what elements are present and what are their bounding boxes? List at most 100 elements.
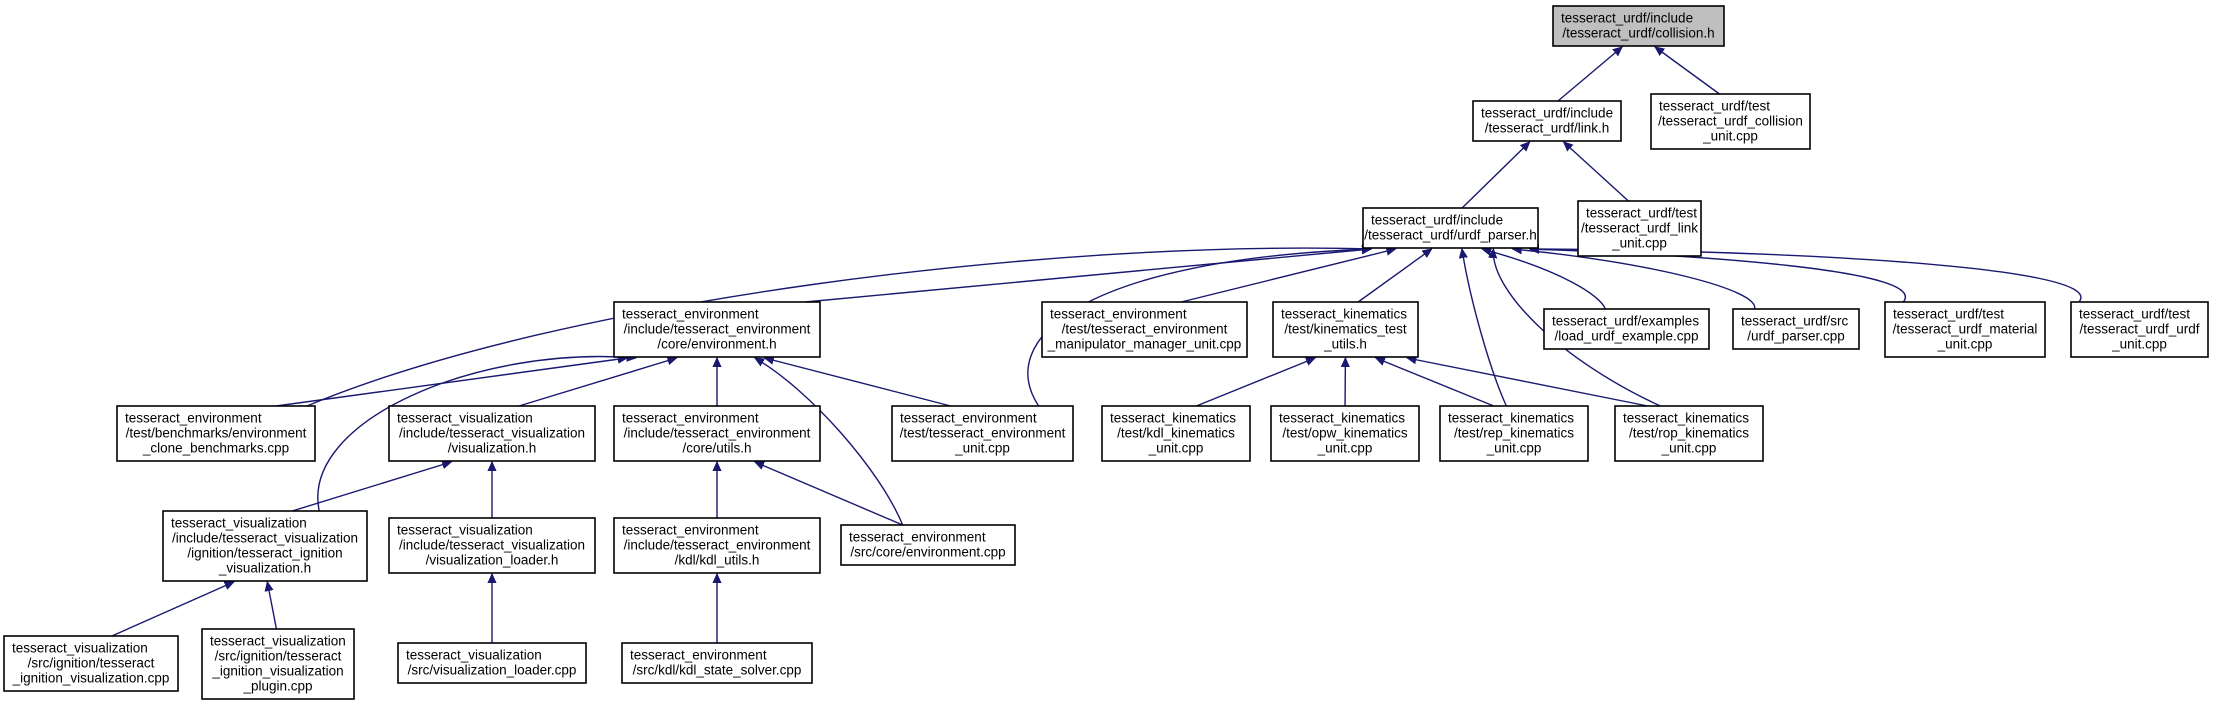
node-label-line: /test/kdl_kinematics (1117, 426, 1235, 441)
node-label-line: tesseract_urdf/examples (1552, 314, 1699, 329)
node-env-unit[interactable]: tesseract_environment/test/tesseract_env… (891, 405, 1074, 462)
node-label-line: _unit.cpp (1148, 441, 1204, 456)
node-label-line: tesseract_environment (622, 307, 759, 322)
node-label-line: tesseract_environment (622, 523, 759, 538)
node-clone-bench[interactable]: tesseract_environment/test/benchmarks/en… (116, 405, 316, 462)
node-box (1472, 100, 1622, 142)
node-box (1552, 5, 1725, 47)
edge-urdf-parser-cpp-to-urdf-parser-h (1513, 249, 1756, 310)
edge-ign-vis-h-to-environment-h (317, 357, 636, 512)
edge-rop-kin-unit-to-urdf-parser-h (1493, 249, 1661, 407)
node-label-line: _visualization.h (218, 561, 311, 576)
node-box (1577, 200, 1702, 257)
edge-ign-vis-h-to-visualization-h (292, 462, 451, 512)
node-label-line: tesseract_visualization (406, 648, 542, 663)
node-label-line: /include/tesseract_environment (624, 322, 811, 337)
node-box (1650, 93, 1811, 150)
edge-environment-h-to-urdf-parser-h (804, 249, 1371, 303)
node-label-line: tesseract_kinematics (1281, 307, 1407, 322)
node-label-line: /test/opw_kinematics (1282, 426, 1408, 441)
node-label-line: tesseract_environment (849, 530, 986, 545)
node-material-unit[interactable]: tesseract_urdf/test/tesseract_urdf_mater… (1884, 301, 2046, 358)
node-label-line: tesseract_urdf/src (1741, 314, 1849, 329)
node-layer: tesseract_urdf/include/tesseract_urdf/co… (3, 5, 2209, 700)
node-kdl-utils-h[interactable]: tesseract_environment/include/tesseract_… (613, 517, 821, 574)
node-box (891, 405, 1074, 462)
node-rep-kin-unit[interactable]: tesseract_kinematics/test/rep_kinematics… (1439, 405, 1589, 462)
node-rop-kin-unit[interactable]: tesseract_kinematics/test/rop_kinematics… (1614, 405, 1764, 462)
node-ign-plugin-cpp[interactable]: tesseract_visualization/src/ignition/tes… (201, 628, 355, 700)
node-label-line: _unit.cpp (1702, 129, 1758, 144)
node-label-line: /tesseract_urdf/link.h (1485, 121, 1610, 136)
node-box (3, 635, 179, 692)
node-environment-h[interactable]: tesseract_environment/include/tesseract_… (613, 301, 821, 358)
node-kdl-state-solver-cpp[interactable]: tesseract_environment/src/kdl/kdl_state_… (621, 642, 813, 684)
edge-env-unit-to-environment-h (765, 358, 951, 407)
node-collision-h[interactable]: tesseract_urdf/include/tesseract_urdf/co… (1552, 5, 1725, 47)
node-box (1362, 207, 1539, 249)
node-label-line: /core/utils.h (682, 441, 751, 456)
node-urdf-parser-h[interactable]: tesseract_urdf/include/tesseract_urdf/ur… (1362, 207, 1539, 249)
node-label-line: /include/tesseract_visualization (172, 531, 358, 546)
node-urdf-unit[interactable]: tesseract_urdf/test/tesseract_urdf_urdf_… (2070, 301, 2209, 358)
node-link-h[interactable]: tesseract_urdf/include/tesseract_urdf/li… (1472, 100, 1622, 142)
node-label-line: _ignition_visualization.cpp (12, 671, 170, 686)
node-label-line: tesseract_visualization (397, 523, 533, 538)
node-env-cpp[interactable]: tesseract_environment/src/core/environme… (840, 524, 1016, 566)
edge-urdf-parser-h-to-link-h (1461, 142, 1530, 209)
node-label-line: tesseract_kinematics (1110, 411, 1236, 426)
node-label-line: _manipulator_manager_unit.cpp (1047, 337, 1242, 352)
node-label-line: tesseract_urdf/test (2079, 307, 2190, 322)
node-label-line: tesseract_urdf/test (1586, 206, 1697, 221)
node-label-line: tesseract_environment (900, 411, 1037, 426)
node-opw-kin-unit[interactable]: tesseract_kinematics/test/opw_kinematics… (1270, 405, 1420, 462)
node-label-line: tesseract_environment (1050, 307, 1187, 322)
node-label-line: _plugin.cpp (242, 679, 312, 694)
node-ign-vis-h[interactable]: tesseract_visualization/include/tesserac… (162, 510, 368, 582)
edge-ign-vis-cpp-to-ign-vis-h (111, 581, 234, 637)
node-label-line: _unit.cpp (1661, 441, 1717, 456)
node-label-line: tesseract_urdf/include (1371, 213, 1503, 228)
node-label-line: /src/core/environment.cpp (850, 545, 1005, 560)
node-label-line: tesseract_visualization (12, 641, 148, 656)
node-label-line: /test/rep_kinematics (1454, 426, 1574, 441)
node-label-line: /core/environment.h (657, 337, 776, 352)
node-load-urdf-example[interactable]: tesseract_urdf/examples/load_urdf_exampl… (1543, 308, 1710, 350)
node-label-line: tesseract_visualization (171, 516, 307, 531)
node-collision-unit[interactable]: tesseract_urdf/test/tesseract_urdf_colli… (1650, 93, 1811, 150)
node-box (1101, 405, 1251, 462)
node-urdf-parser-cpp[interactable]: tesseract_urdf/src/urdf_parser.cpp (1732, 308, 1860, 350)
node-visualization-h[interactable]: tesseract_visualization/include/tesserac… (388, 405, 596, 462)
edge-ign-plugin-cpp-to-ign-vis-h (267, 582, 278, 630)
node-label-line: _unit.cpp (954, 441, 1010, 456)
node-label-line: /visualization.h (448, 441, 537, 456)
node-label-line: /load_urdf_example.cpp (1554, 329, 1698, 344)
node-core-utils-h[interactable]: tesseract_environment/include/tesseract_… (613, 405, 821, 462)
edge-kdl-kin-unit-to-kin-test-utils (1196, 358, 1315, 407)
node-label-line: /test/benchmarks/environment (126, 426, 307, 441)
edge-kin-test-utils-to-urdf-parser-h (1357, 249, 1432, 303)
node-box (116, 405, 316, 462)
node-label-line: _ignition_visualization (211, 664, 343, 679)
node-label-line: _unit.cpp (1937, 337, 1993, 352)
node-vis-loader-h[interactable]: tesseract_visualization/include/tesserac… (388, 517, 596, 574)
node-manip-unit[interactable]: tesseract_environment/test/tesseract_env… (1041, 301, 1248, 358)
node-vis-loader-cpp[interactable]: tesseract_visualization/src/visualizatio… (397, 642, 587, 684)
node-label-line: /visualization_loader.h (426, 553, 559, 568)
edge-env-cpp-to-core-utils-h (755, 462, 903, 526)
node-ign-vis-cpp[interactable]: tesseract_visualization/src/ignition/tes… (3, 635, 179, 692)
node-box (1884, 301, 2046, 358)
node-link-unit[interactable]: tesseract_urdf/test/tesseract_urdf_link_… (1577, 200, 1702, 257)
node-kdl-kin-unit[interactable]: tesseract_kinematics/test/kdl_kinematics… (1101, 405, 1251, 462)
node-label-line: tesseract_environment (125, 411, 262, 426)
node-box (840, 524, 1016, 566)
node-box (162, 510, 368, 582)
node-label-line: /src/kdl/kdl_state_solver.cpp (633, 663, 802, 678)
node-label-line: /test/tesseract_environment (900, 426, 1066, 441)
node-label-line: tesseract_environment (622, 411, 759, 426)
node-kin-test-utils[interactable]: tesseract_kinematics/test/kinematics_tes… (1272, 301, 1419, 358)
edge-rep-kin-unit-to-kin-test-utils (1376, 358, 1495, 407)
node-box (1270, 405, 1420, 462)
node-label-line: /tesseract_urdf_link (1581, 221, 1698, 236)
